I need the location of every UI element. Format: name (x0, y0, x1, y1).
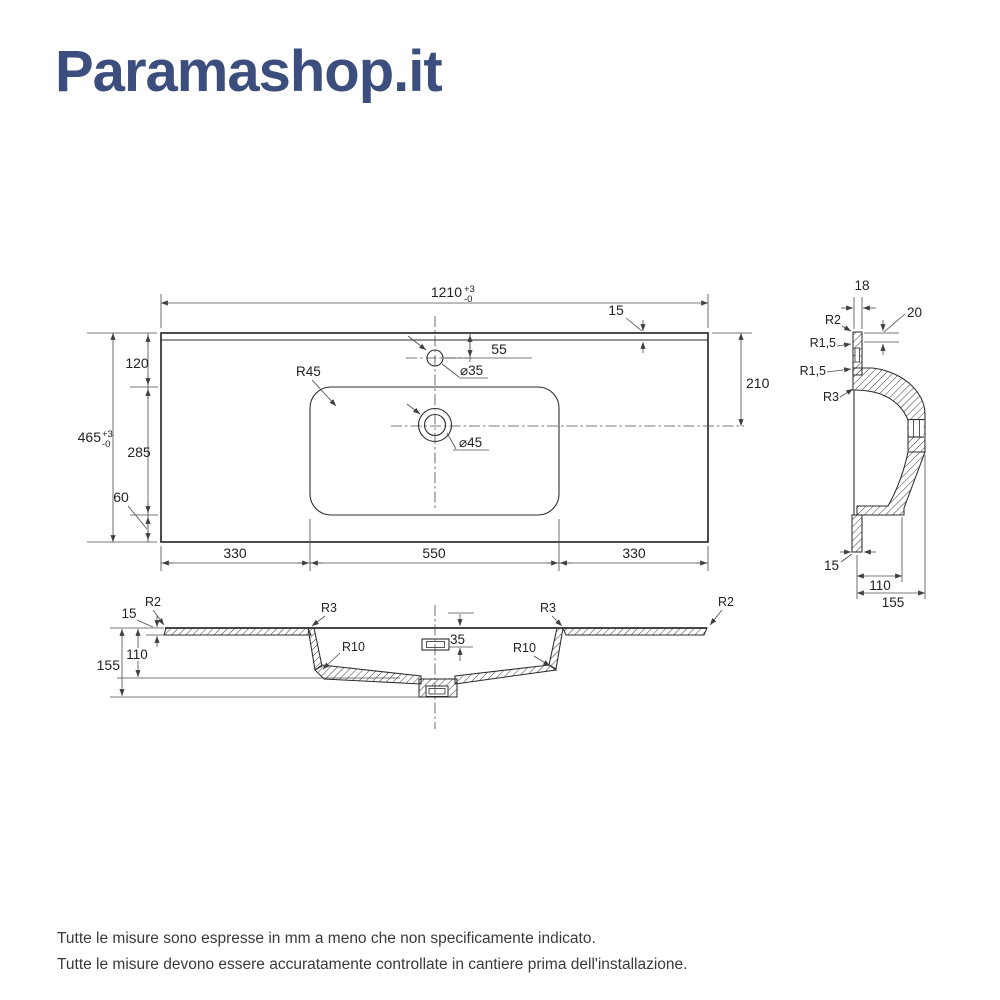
dim-depth-tol-plus: +3 (102, 429, 113, 440)
front-bowl-bottom-right (454, 664, 558, 685)
radius-r10-right: R10 (513, 641, 536, 655)
dim-edge: 15 (608, 302, 624, 318)
radius-r10-left: R10 (342, 640, 365, 654)
dim-front-edge: 15 (121, 606, 136, 621)
front-left-rim (163, 627, 312, 636)
side-lip-groove (854, 347, 860, 363)
dim-front-110: 110 (126, 647, 148, 662)
site-logo: Paramashop.it (55, 39, 443, 104)
basin-outline (309, 386, 560, 516)
dim-faucet-hole: ⌀35 (460, 363, 483, 378)
dim-faucet-offset: 55 (491, 341, 507, 357)
front-drain-slot (425, 685, 449, 697)
dim-overflow: 35 (450, 632, 465, 647)
front-bowl-left-wall (307, 627, 323, 671)
dim-chain-60: 60 (113, 489, 129, 505)
front-overflow-slot (421, 638, 450, 651)
dim-width: 1210 (431, 284, 462, 300)
dim-155: 155 (882, 595, 905, 610)
dim-width-tol-minus: -0 (464, 294, 472, 305)
front-bowl-bottom-left (314, 664, 422, 685)
dim-bottom-330-left: 330 (223, 545, 247, 561)
countertop-outline (160, 332, 709, 543)
dim-bottom-330-right: 330 (622, 545, 646, 561)
radius-r15-b: R1,5 (800, 364, 826, 378)
dim-depth: 465 (78, 429, 102, 445)
dim-chain-285: 285 (127, 444, 151, 460)
dim-width-tol-plus: +3 (464, 284, 475, 295)
radius-r2-left: R2 (145, 595, 161, 609)
plan-view: 1210 +3 -0 15 55 ⌀35 ⌀45 R45 210 (78, 284, 770, 571)
front-bowl-right-wall (548, 627, 564, 670)
dim-right: 210 (746, 375, 770, 391)
footer-notes: Tutte le misure sono espresse in mm a me… (57, 926, 957, 978)
side-section-view: 18 20 R2 R1,5 R1,5 R3 15 110 155 (800, 278, 926, 610)
side-wall-foot (851, 514, 863, 553)
radius-r2: R2 (825, 313, 841, 327)
dim-110: 110 (869, 578, 891, 593)
front-section-view: 35 R2 R3 R10 R10 R3 R2 15 110 155 (95, 595, 734, 729)
dim-front-155: 155 (97, 657, 121, 673)
dim-depth-tol-minus: -0 (102, 439, 110, 450)
side-overflow-channel (909, 419, 924, 437)
radius-r2-right: R2 (718, 595, 734, 609)
dim-bottom: 15 (824, 558, 839, 573)
dim-basin-radius: R45 (296, 364, 321, 379)
footer-note-2: Tutte le misure devono essere accuratame… (57, 956, 688, 973)
dim-chain-120: 120 (125, 355, 149, 371)
side-bowl-shoulder (852, 367, 926, 453)
radius-r3-left: R3 (321, 601, 337, 615)
side-bowl-lower-wall (856, 451, 926, 516)
radius-r3: R3 (823, 390, 839, 404)
front-right-rim (562, 627, 708, 636)
dim-drain-hole: ⌀45 (459, 435, 482, 450)
dim-bottom-550: 550 (422, 545, 446, 561)
radius-r15-a: R1,5 (810, 336, 836, 350)
radius-r3-right: R3 (540, 601, 556, 615)
footer-note-1: Tutte le misure sono espresse in mm a me… (57, 930, 596, 947)
dim-top-width: 18 (854, 278, 869, 293)
dim-lip: 20 (907, 305, 922, 320)
